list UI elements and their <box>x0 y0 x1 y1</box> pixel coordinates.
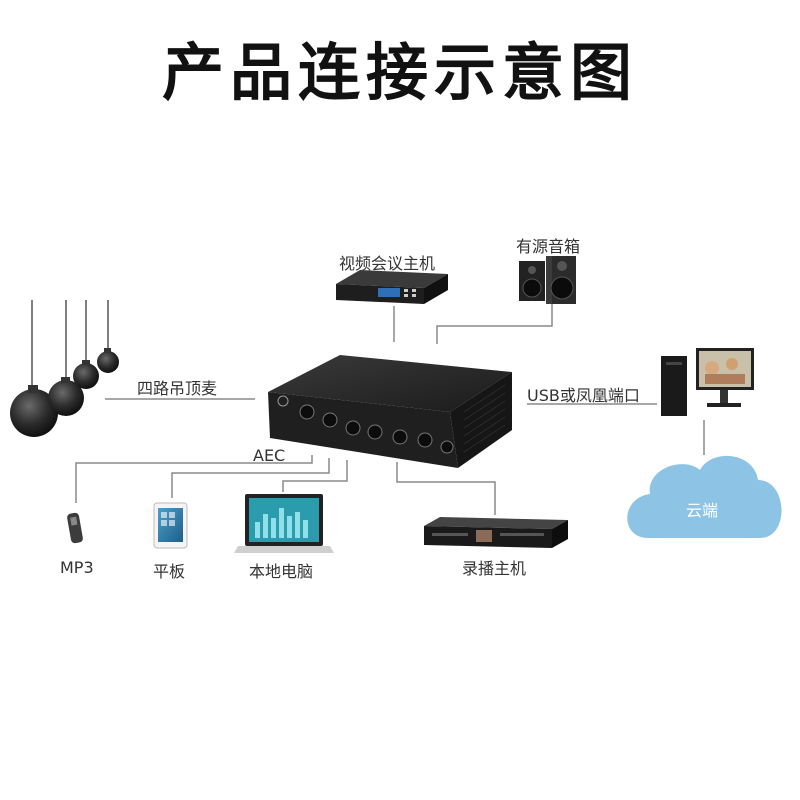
page-title: 产品连接示意图 <box>161 36 638 109</box>
laptop-computer <box>234 494 334 553</box>
recording-host <box>424 517 568 548</box>
line-mp3 <box>75 455 313 503</box>
desktop-computer <box>661 348 754 416</box>
label-local-pc: 本地电脑 <box>249 562 314 581</box>
mic-ball-1 <box>10 389 58 437</box>
ceiling-microphones <box>10 300 119 437</box>
audio-processor <box>268 355 512 468</box>
processor-knobs <box>299 404 454 454</box>
connection-lines <box>75 300 705 515</box>
label-cloud: 云端 <box>686 501 719 520</box>
label-aec: AEC <box>253 446 286 465</box>
mp3-player <box>67 512 83 544</box>
mic-ball-3 <box>73 363 99 389</box>
label-video-conf-host: 视频会议主机 <box>339 254 436 273</box>
mic-ball-4 <box>97 351 119 373</box>
line-pc <box>282 460 348 492</box>
label-tablet: 平板 <box>153 562 186 581</box>
brand-logo <box>277 395 289 407</box>
mic-ball-2 <box>48 380 84 416</box>
line-tablet <box>171 458 330 498</box>
cloud-shape <box>627 455 782 538</box>
label-ceiling-mics: 四路吊顶麦 <box>137 379 218 398</box>
label-mp3: MP3 <box>60 558 94 577</box>
active-speakers <box>519 256 576 304</box>
line-recording <box>396 462 496 515</box>
line-speaker <box>436 300 553 344</box>
label-active-speaker: 有源音箱 <box>516 237 581 256</box>
label-recording-host: 录播主机 <box>462 559 527 578</box>
tablet-device <box>153 502 188 549</box>
video-conference-host <box>336 270 448 304</box>
label-usb-phoenix: USB或凤凰端口 <box>527 386 640 405</box>
